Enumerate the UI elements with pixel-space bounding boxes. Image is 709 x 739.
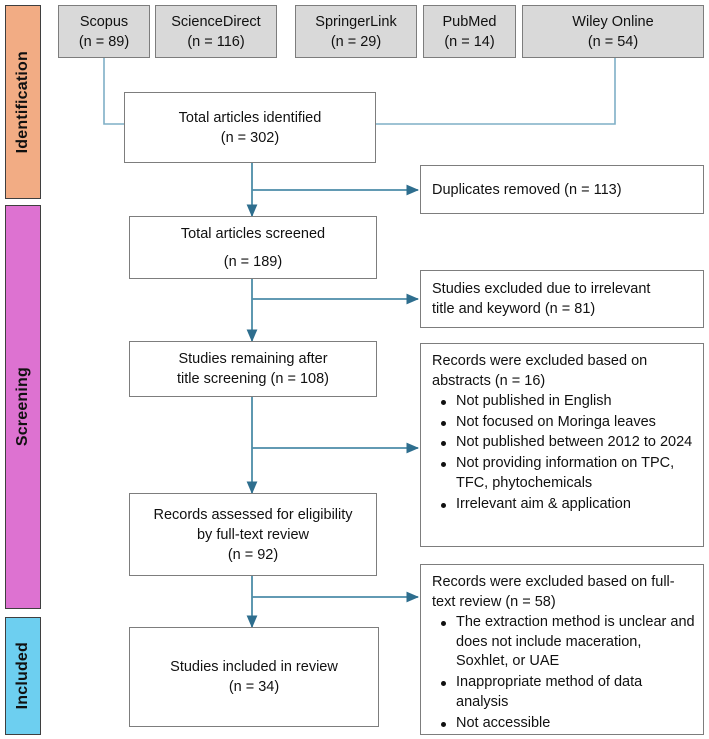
phase-bar-included: Included	[5, 617, 41, 735]
source-count-springerlink: (n = 29)	[330, 33, 382, 50]
source-count-scopus: (n = 89)	[78, 33, 130, 50]
reason-item: Inappropriate method of data analysis	[441, 673, 695, 712]
abstracts-line2: abstracts (n = 16)	[432, 373, 546, 389]
title-keyword-line1: Studies excluded due to irrelevant	[432, 281, 651, 297]
reason-item: The extraction method is unclear and doe…	[441, 613, 695, 672]
reason-item: Irrelevant aim & application	[441, 495, 695, 515]
title-keyword-line2: title and keyword (n = 81)	[432, 301, 596, 317]
total-identified-count: (n = 302)	[220, 129, 280, 146]
phase-bar-identification: Identification	[5, 5, 41, 199]
reason-item: Not providing information on TPC, TFC, p…	[441, 454, 695, 493]
after-title-line2: title screening (n = 108)	[177, 371, 329, 387]
flow-box-eligibility: Records assessed for eligibility by full…	[129, 493, 377, 576]
reason-item: Not accessible	[441, 714, 695, 734]
included-count: (n = 34)	[228, 679, 280, 695]
source-count-pubmed: (n = 14)	[444, 33, 495, 50]
eligibility-line1: Records assessed for eligibility	[153, 506, 353, 523]
total-screened-count: (n = 189)	[223, 253, 283, 270]
flow-box-after-title-screening: Studies remaining after title screening …	[129, 341, 377, 397]
connector-wiley-to-identified	[376, 58, 616, 125]
reason-item: Not published between 2012 to 2024	[441, 433, 695, 453]
source-box-scopus: Scopus (n = 89)	[58, 5, 150, 58]
source-name-wiley-online: Wiley Online	[572, 13, 654, 30]
eligibility-count: (n = 92)	[227, 546, 279, 563]
after-title-line1: Studies remaining after	[178, 351, 328, 367]
source-name-scopus: Scopus	[79, 13, 129, 30]
total-identified-label: Total articles identified	[178, 109, 322, 126]
source-name-springerlink: SpringerLink	[315, 13, 397, 30]
eligibility-line2: by full-text review	[196, 526, 309, 543]
source-box-springerlink: SpringerLink (n = 29)	[295, 5, 417, 58]
source-count-sciencedirect: (n = 116)	[187, 33, 245, 50]
flow-box-total-screened: Total articles screened (n = 189)	[129, 216, 377, 279]
duplicates-text: Duplicates removed (n = 113)	[432, 181, 622, 198]
abstracts-line1: Records were excluded based on	[432, 353, 648, 369]
source-count-wiley-online: (n = 54)	[587, 33, 639, 50]
fulltext-reason-list: The extraction method is unclear and doe…	[432, 613, 695, 734]
phase-label-screening: Screening	[14, 367, 31, 447]
reason-item: Not focused on Moringa leaves	[441, 413, 695, 433]
total-screened-label: Total articles screened	[180, 225, 326, 242]
phase-label-included: Included	[14, 642, 31, 710]
included-label: Studies included in review	[170, 659, 338, 675]
fulltext-line1: Records were excluded based on full-	[432, 574, 675, 590]
source-box-pubmed: PubMed (n = 14)	[423, 5, 516, 58]
phase-bar-screening: Screening	[5, 205, 41, 609]
exclusion-box-title-keyword: Studies excluded due to irrelevant title…	[420, 270, 704, 328]
reason-item: Not published in English	[441, 392, 695, 412]
abstracts-reason-list: Not published in English Not focused on …	[432, 392, 695, 515]
exclusion-box-fulltext: Records were excluded based on full- tex…	[420, 564, 704, 735]
phase-label-identification: Identification	[14, 50, 31, 154]
source-box-wiley-online: Wiley Online (n = 54)	[522, 5, 704, 58]
fulltext-line2: text review (n = 58)	[432, 594, 556, 610]
exclusion-box-abstracts: Records were excluded based on abstracts…	[420, 343, 704, 547]
exclusion-box-duplicates: Duplicates removed (n = 113)	[420, 165, 704, 214]
flow-box-included-in-review: Studies included in review (n = 34)	[129, 627, 379, 727]
source-name-sciencedirect: ScienceDirect	[171, 13, 261, 30]
source-box-sciencedirect: ScienceDirect (n = 116)	[155, 5, 277, 58]
flow-box-total-identified: Total articles identified (n = 302)	[124, 92, 376, 163]
source-name-pubmed: PubMed	[442, 13, 497, 30]
